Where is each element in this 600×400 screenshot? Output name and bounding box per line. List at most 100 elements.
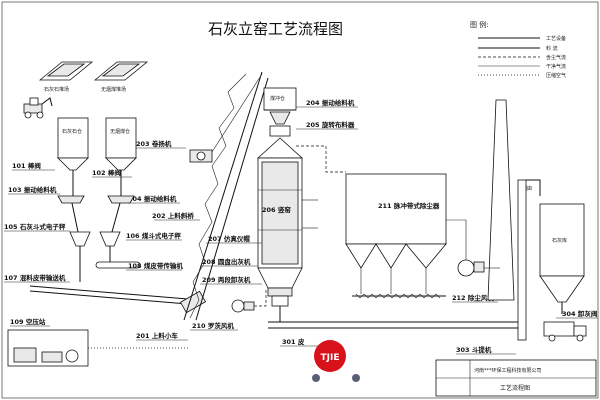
label-104: 104 振动给料机 [128,194,180,204]
svg-text:212 除尘风机: 212 除尘风机 [452,293,494,302]
svg-text:107 混料皮带输送机: 107 混料皮带输送机 [4,273,66,282]
label-205: 205 旋转布料器 [296,120,358,130]
svg-text:209 两段卸灰机: 209 两段卸灰机 [202,275,251,284]
svg-text:202 上料斜桥: 202 上料斜桥 [152,211,194,220]
label-103: 103 振动给料机 [8,185,60,195]
bucket-elevator [517,179,541,341]
label-204: 204 振动给料机 [296,98,358,108]
svg-text:TJIE: TJIE [321,353,340,363]
svg-text:无烟煤仓: 无烟煤仓 [110,128,130,135]
coal-yard: 无烟煤堆场 [93,61,149,93]
dust-duct [296,145,346,173]
mixing-belt-conveyor [29,285,201,301]
label-106: 106 煤斗式电子秤 [126,231,182,241]
svg-text:303 斗提机: 303 斗提机 [456,345,492,354]
label-201: 201 上料小车 [136,331,188,341]
svg-text:108 煤皮带传输机: 108 煤皮带传输机 [128,261,183,270]
label-208: 208 圆盘出灰机 [200,257,258,267]
legend-item: 干净气流 [546,63,566,70]
svg-text:工艺流程图: 工艺流程图 [500,384,530,392]
svg-text:208 圆盘出灰机: 208 圆盘出灰机 [202,257,251,266]
svg-text:105 石灰斗式电子秤: 105 石灰斗式电子秤 [4,222,66,231]
vibrating-feeder-103 [57,195,85,204]
svg-text:211 脉冲带式除尘器: 211 脉冲带式除尘器 [378,201,440,210]
truck-icon [543,321,587,342]
svg-text:石灰石堆场: 石灰石堆场 [44,86,69,93]
tjie-logo: TJIE [312,340,360,382]
vibrating-feeder-104 [107,195,135,204]
winch-hoist [189,73,263,163]
legend-item: 含尘气流 [546,54,566,61]
coal-bin: 无烟煤仓 [105,117,137,171]
label-101: 101 棒阀 [12,161,55,171]
limestone-weigh-hopper [69,231,91,247]
svg-text:106 煤斗式电子秤: 106 煤斗式电子秤 [126,231,181,240]
label-108: 108 煤皮带传输机 [126,261,183,271]
svg-text:207 仿真仪帽: 207 仿真仪帽 [208,234,250,243]
front-loader-icon [23,97,53,119]
svg-text:104 振动给料机: 104 振动给料机 [128,194,177,203]
svg-text:203 卷扬机: 203 卷扬机 [136,139,172,148]
svg-text:101 棒阀: 101 棒阀 [12,161,41,170]
svg-text:无烟煤堆场: 无烟煤堆场 [101,86,126,93]
vibrating-feeder-204 [269,111,291,125]
legend: 图 例: 工艺设备 料 流 含尘气流 干净气流 压缩空气 [470,20,566,79]
label-102: 102 棒阀 [92,168,132,178]
pulse-bag-filter: 211 脉冲带式除尘器 [345,173,447,269]
screw-flight [355,293,441,299]
label-303: 303 斗提机 [456,345,516,355]
label-107: 107 混料皮带输送机 [4,273,70,283]
dust-fan: 212 除尘风机 [446,219,498,303]
chimney: 烟囱 [487,99,532,301]
kiln-top-hopper: 煤冲仓 [263,87,297,111]
legend-item: 料 流 [546,45,558,52]
svg-text:201 上料小车: 201 上料小车 [136,331,178,340]
limestone-bin: 石灰石仓 [57,117,89,171]
kiln-cone [257,267,303,289]
svg-text:206 竖窑: 206 竖窑 [262,205,291,214]
svg-text:煤冲仓: 煤冲仓 [270,95,285,102]
label-105: 105 石灰斗式电子秤 [4,222,70,232]
svg-text:204 振动给料机: 204 振动给料机 [306,98,355,107]
inclined-bridge [195,77,269,321]
title-block: 河南***环保工程科技有限公司 工艺流程图 [435,359,597,397]
legend-item: 压缩空气 [546,72,566,79]
svg-text:210 罗茨风机: 210 罗茨风机 [192,321,234,330]
legend-title: 图 例: [470,20,489,29]
rotary-distributor [269,125,291,137]
two-stage-discharger [271,295,289,307]
svg-text:烟囱: 烟囱 [522,185,532,192]
svg-text:205 旋转布料器: 205 旋转布料器 [306,120,355,129]
label-304: 304 卸灰阀 [556,309,598,319]
svg-text:102 棒阀: 102 棒阀 [92,168,121,177]
svg-text:103 振动给料机: 103 振动给料机 [8,185,57,194]
lime-silo: 石灰库 [539,203,585,303]
coal-belt-conveyor [95,261,141,269]
roots-blower [231,290,267,313]
shaft-kiln: 206 竖窑 [256,137,304,269]
label-203: 203 卷扬机 [136,139,186,149]
bridge-truss [189,73,247,319]
disc-discharger [267,287,293,297]
svg-text:109 空压站: 109 空压站 [10,317,46,326]
diagram-title: 石灰立窑工艺流程图 [208,20,343,38]
flow-line [71,202,79,233]
flow-line [111,202,121,233]
label-202: 202 上料斜桥 [152,211,200,221]
svg-text:301 皮: 301 皮 [282,337,305,346]
label-207: 207 仿真仪帽 [206,234,262,244]
svg-text:石灰库: 石灰库 [552,237,567,244]
svg-text:石灰石仓: 石灰石仓 [62,128,82,135]
inclined-bridge [183,71,263,321]
clean-gas-duct [446,219,467,260]
air-compressor-station: 109 空压站 [7,317,89,367]
air-duct [254,290,267,307]
label-210: 210 罗茨风机 [190,321,238,331]
label-209: 209 两段卸灰机 [200,275,262,285]
svg-text:河南***环保工程科技有限公司: 河南***环保工程科技有限公司 [474,367,542,374]
limestone-yard: 石灰石堆场 [38,61,94,93]
legend-item: 工艺设备 [546,35,566,42]
